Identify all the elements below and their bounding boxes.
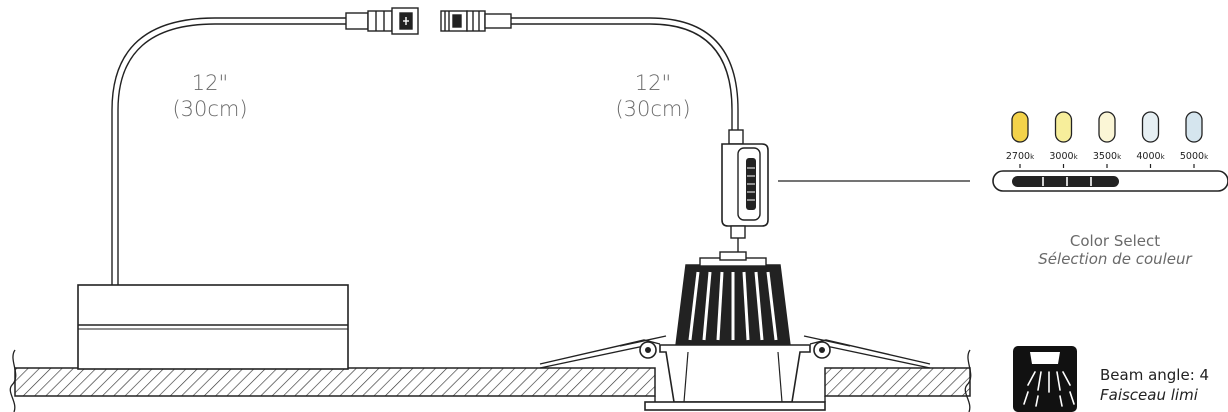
bulb-icon — [1011, 111, 1029, 143]
right-cable-length-cm: (30cm) — [615, 97, 691, 121]
color-temp-label: 5000k — [1180, 151, 1209, 162]
color-select-title: Color Select — [1069, 232, 1161, 250]
driver-box — [77, 284, 349, 370]
color-temp-option-3500: 3500k — [1093, 111, 1122, 168]
color-temp-option-5000: 5000k — [1180, 111, 1209, 168]
left-cable-length-in: 12" — [191, 71, 229, 95]
beam-angle-icon — [1013, 346, 1077, 412]
right-cable-length-in: 12" — [634, 71, 672, 95]
beam-angle-label: Beam angle: 4 — [1100, 366, 1210, 384]
right-cable — [511, 17, 739, 130]
color-temp-label: 3000k — [1049, 151, 1078, 162]
color-temp-option-4000: 4000k — [1136, 111, 1166, 168]
bulb-icon — [1185, 111, 1203, 143]
color-temperature-options: 2700k 3000k 3500k 4000k 5000k — [1006, 111, 1209, 168]
bulb-icon — [1141, 111, 1160, 143]
color-temp-option-2700: 2700k — [1006, 111, 1035, 168]
color-temp-label: 2700k — [1006, 151, 1035, 162]
downlight-fixture — [539, 251, 931, 411]
left-cable-length-cm: (30cm) — [172, 97, 248, 121]
color-select-subtitle: Sélection de couleur — [1038, 250, 1192, 268]
beam-angle-label-fr: Faisceau limi — [1100, 386, 1198, 404]
color-temp-label: 4000k — [1136, 151, 1165, 162]
color-temp-label: 3500k — [1093, 151, 1122, 162]
color-select-slider — [992, 170, 1228, 192]
bulb-icon — [1098, 111, 1116, 143]
left-connector — [345, 7, 419, 35]
right-connector — [440, 10, 512, 32]
color-temp-option-3000: 3000k — [1049, 111, 1079, 168]
color-switch-housing — [721, 129, 769, 258]
bulb-icon — [1054, 111, 1073, 143]
left-cable — [111, 17, 346, 285]
